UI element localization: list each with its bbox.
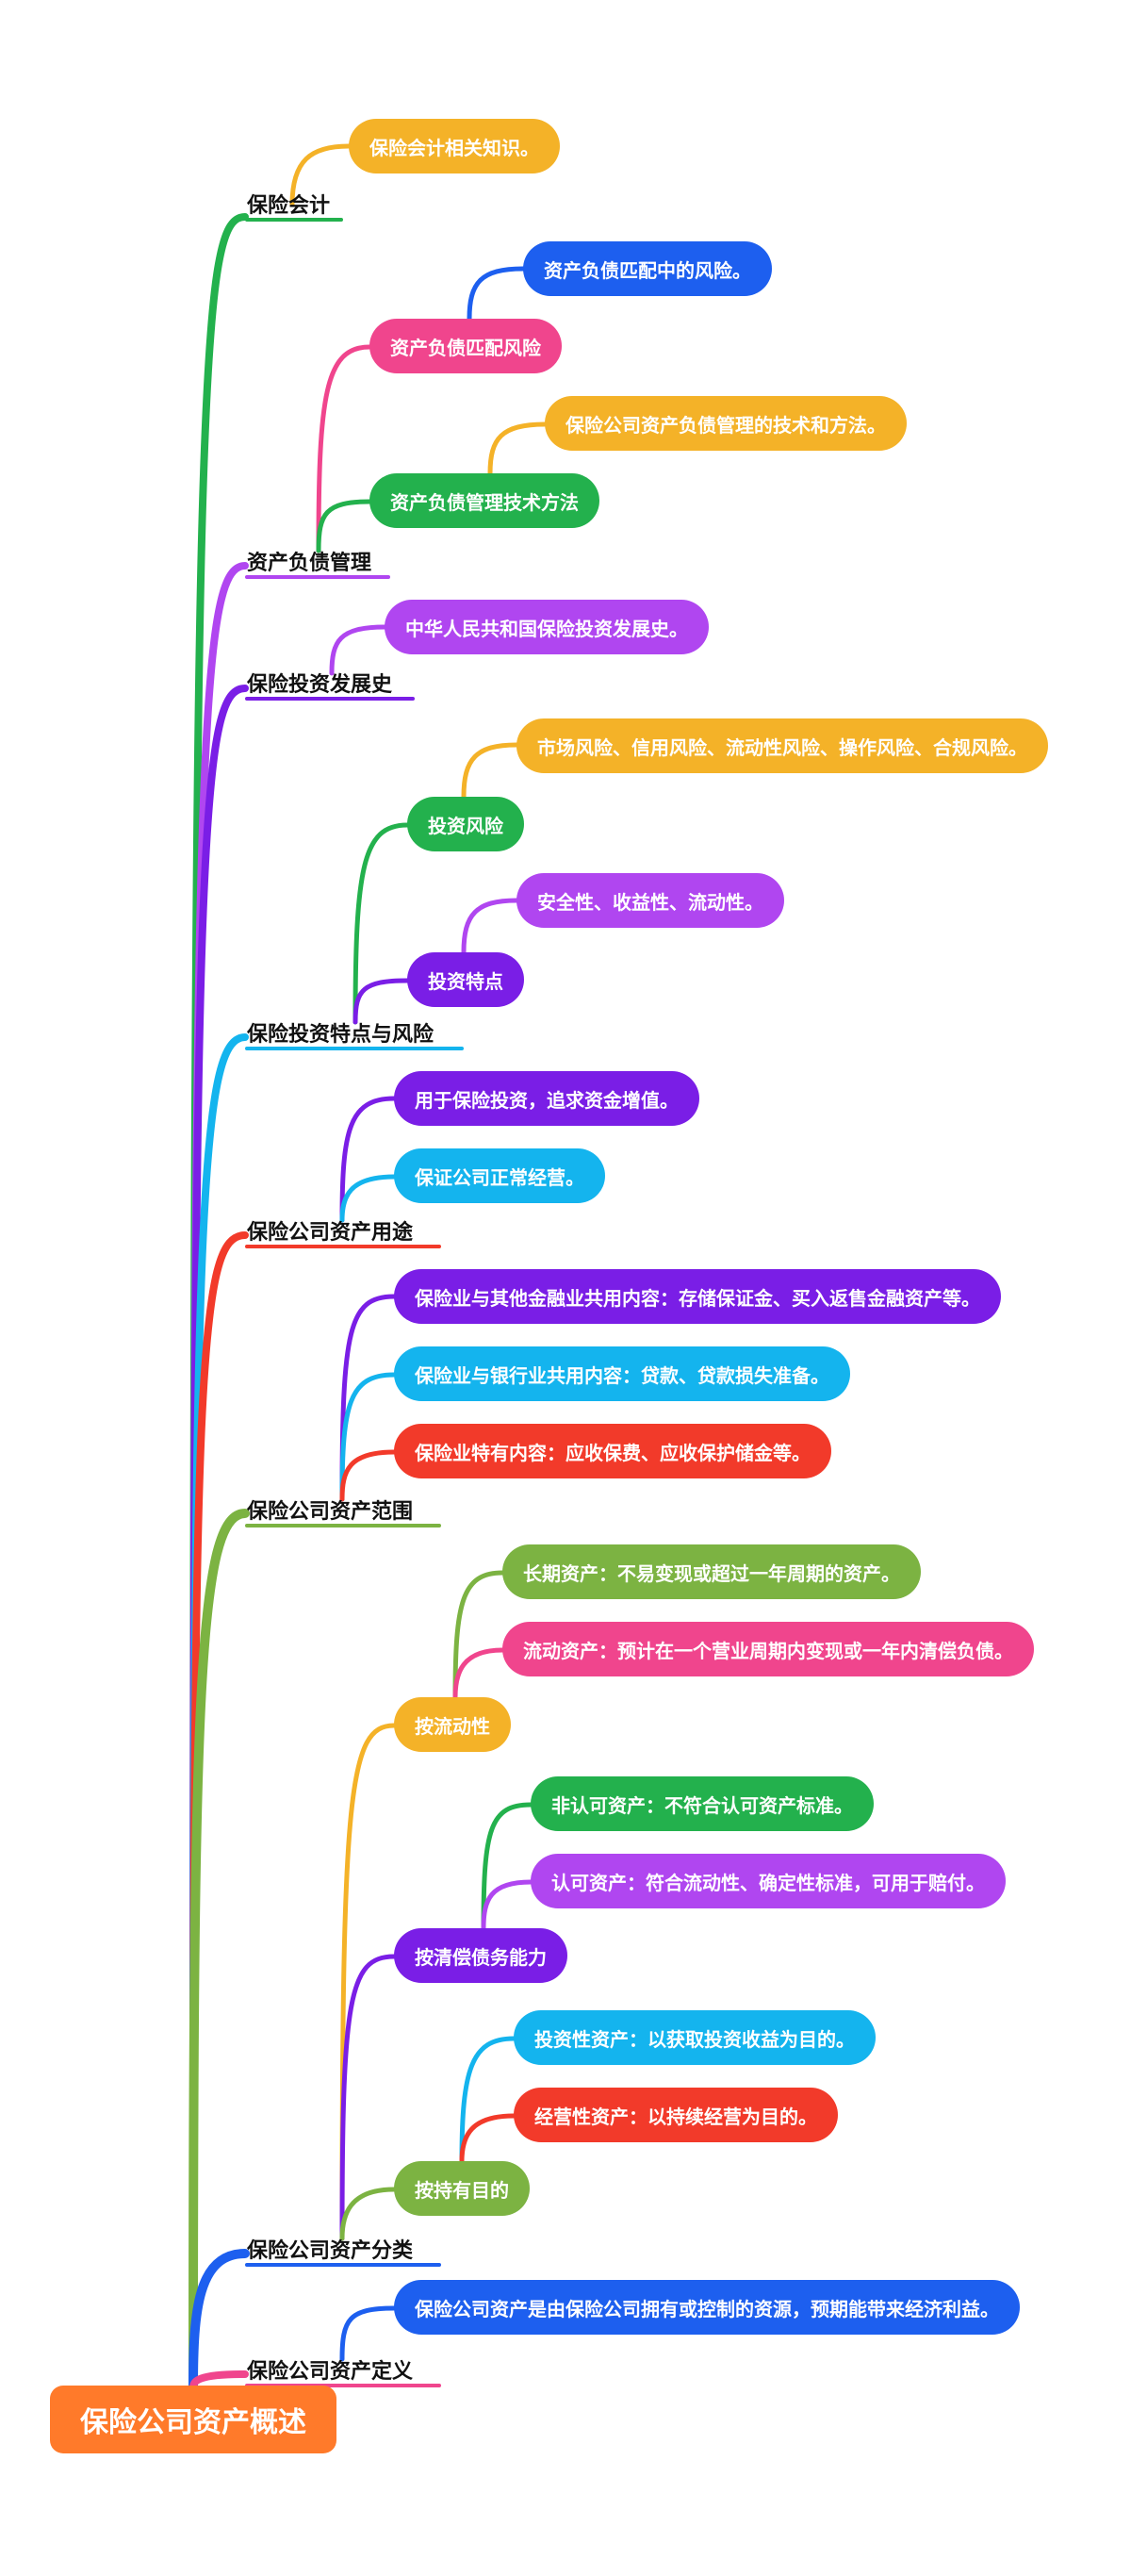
topic-node[interactable]: 长期资产：不易变现或超过一年周期的资产。 <box>502 1544 921 1599</box>
topic-node[interactable]: 按持有目的 <box>394 2161 530 2216</box>
topic-node[interactable]: 投资特点 <box>407 952 524 1007</box>
topic-node[interactable]: 中华人民共和国保险投资发展史。 <box>385 600 709 654</box>
topic-node[interactable]: 资产负债管理技术方法 <box>369 473 599 528</box>
branch-title[interactable]: 保险公司资产定义 <box>247 2360 414 2384</box>
topic-node[interactable]: 保证公司正常经营。 <box>394 1148 605 1203</box>
topic-node[interactable]: 资产负债匹配风险 <box>369 319 562 373</box>
root-topic[interactable]: 保险公司资产概述 <box>50 2386 336 2453</box>
branch-title[interactable]: 保险公司资产用途 <box>247 1221 414 1245</box>
topic-node[interactable]: 按清偿债务能力 <box>394 1928 567 1983</box>
topic-node[interactable]: 保险业与其他金融业共用内容：存储保证金、买入返售金融资产等。 <box>394 1269 1001 1324</box>
topic-node[interactable]: 保险业与银行业共用内容：贷款、贷款损失准备。 <box>394 1346 850 1401</box>
branch-title[interactable]: 保险公司资产范围 <box>247 1500 414 1524</box>
topic-node[interactable]: 保险公司资产是由保险公司拥有或控制的资源，预期能带来经济利益。 <box>394 2280 1020 2335</box>
topic-node[interactable]: 按流动性 <box>394 1697 511 1752</box>
topic-node[interactable]: 保险会计相关知识。 <box>349 119 560 173</box>
topic-node[interactable]: 用于保险投资，追求资金增值。 <box>394 1071 699 1126</box>
topic-node[interactable]: 非认可资产：不符合认可资产标准。 <box>531 1776 874 1831</box>
topic-node[interactable]: 保险业特有内容：应收保费、应收保护储金等。 <box>394 1424 831 1478</box>
topic-node[interactable]: 投资性资产：以获取投资收益为目的。 <box>514 2010 876 2065</box>
topic-node[interactable]: 市场风险、信用风险、流动性风险、操作风险、合规风险。 <box>516 718 1048 773</box>
topic-node[interactable]: 经营性资产：以持续经营为目的。 <box>514 2088 838 2142</box>
branch-title[interactable]: 资产负债管理 <box>247 552 372 575</box>
branch-title[interactable]: 保险公司资产分类 <box>247 2239 414 2263</box>
topic-node[interactable]: 投资风险 <box>407 797 524 851</box>
branch-title[interactable]: 保险投资特点与风险 <box>247 1023 434 1047</box>
topic-node[interactable]: 安全性、收益性、流动性。 <box>516 873 784 928</box>
branch-title[interactable]: 保险投资发展史 <box>247 673 393 697</box>
topic-node[interactable]: 认可资产：符合流动性、确定性标准，可用于赔付。 <box>531 1854 1006 1908</box>
topic-node[interactable]: 资产负债匹配中的风险。 <box>523 241 772 296</box>
topic-node[interactable]: 流动资产：预计在一个营业周期内变现或一年内清偿负债。 <box>502 1622 1034 1676</box>
connector <box>188 2249 250 2392</box>
topic-node[interactable]: 保险公司资产负债管理的技术和方法。 <box>545 396 907 451</box>
branch-title[interactable]: 保险会计 <box>247 194 331 218</box>
connector <box>188 1509 250 2392</box>
